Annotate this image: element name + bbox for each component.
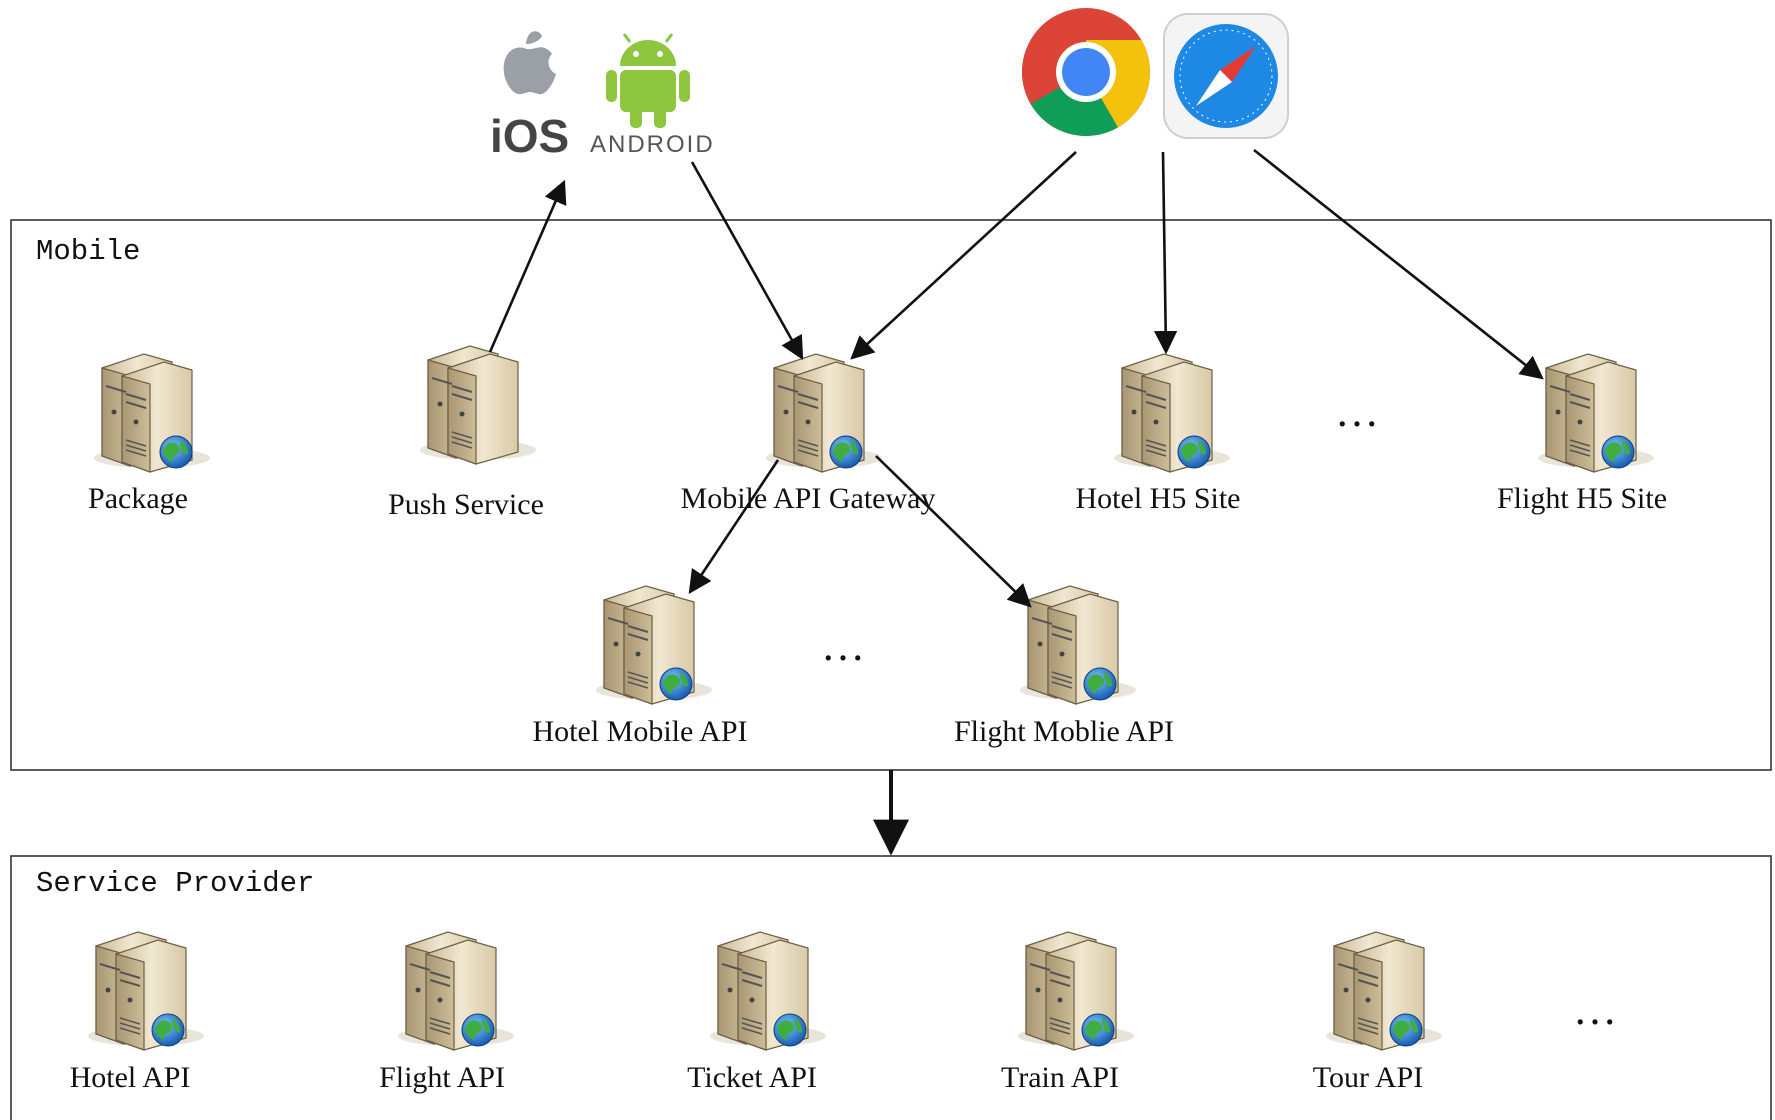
ios-label: iOS [490, 110, 569, 162]
hotel-api-label: Hotel API [70, 1061, 191, 1094]
arrow-safari-to-flight-h5 [1253, 148, 1544, 380]
arrow-android-to-gateway [690, 161, 804, 361]
arrow-safari-to-hotel-h5 [1153, 151, 1178, 355]
android-label: ANDROID [590, 131, 715, 158]
hotel-api-node: Hotel API [70, 931, 205, 1094]
push-service-label: Push Service [388, 488, 544, 521]
package-node: Package [88, 353, 211, 515]
ticket-api-label: Ticket API [687, 1061, 817, 1094]
apple-icon [503, 31, 556, 95]
mobile-ellipsis-top: … [1335, 387, 1385, 436]
gateway-label: Mobile API Gateway [681, 482, 936, 515]
safari-browser-icon [1163, 13, 1289, 139]
service-provider-container [10, 855, 1772, 1120]
chrome-browser-icon [1022, 8, 1150, 136]
arrow-push-to-ios [488, 179, 567, 353]
mobile-title: Mobile [36, 235, 140, 268]
tour-api-label: Tour API [1313, 1061, 1423, 1094]
ios-client: iOS [490, 31, 569, 162]
hotel-h5-label: Hotel H5 Site [1076, 482, 1241, 515]
flight-mobile-api-node: Flight Moblie API [954, 585, 1174, 748]
provider-ellipsis: … [1573, 985, 1623, 1034]
connection-arrows [488, 148, 1544, 856]
android-robot-icon [606, 33, 690, 128]
hotel-mobile-api-label: Hotel Mobile API [533, 715, 748, 748]
mobile-ellipsis-bottom: … [821, 621, 871, 670]
service-provider-title: Service Provider [36, 867, 314, 900]
arrow-gateway-to-flight-mobile-api [875, 455, 1032, 608]
flight-h5-label: Flight H5 Site [1497, 482, 1667, 515]
arrow-gateway-to-hotel-mobile-api [688, 459, 780, 594]
flight-api-label: Flight API [379, 1061, 505, 1094]
hotel-mobile-api-node: Hotel Mobile API [533, 585, 748, 748]
flight-h5-site-node: Flight H5 Site [1497, 353, 1667, 515]
hotel-h5-site-node: Hotel H5 Site [1076, 353, 1241, 515]
tour-api-node: Tour API [1313, 931, 1443, 1094]
android-client: ANDROID [590, 33, 715, 158]
train-api-label: Train API [1001, 1061, 1119, 1094]
train-api-node: Train API [1001, 931, 1135, 1094]
flight-api-node: Flight API [379, 931, 515, 1094]
arrow-chrome-to-gateway [850, 151, 1077, 360]
push-service-node: Push Service [388, 345, 544, 521]
ticket-api-node: Ticket API [687, 931, 827, 1094]
mobile-api-gateway-node: Mobile API Gateway [681, 353, 936, 515]
package-label: Package [88, 482, 188, 515]
flight-mobile-api-label: Flight Moblie API [954, 715, 1174, 748]
